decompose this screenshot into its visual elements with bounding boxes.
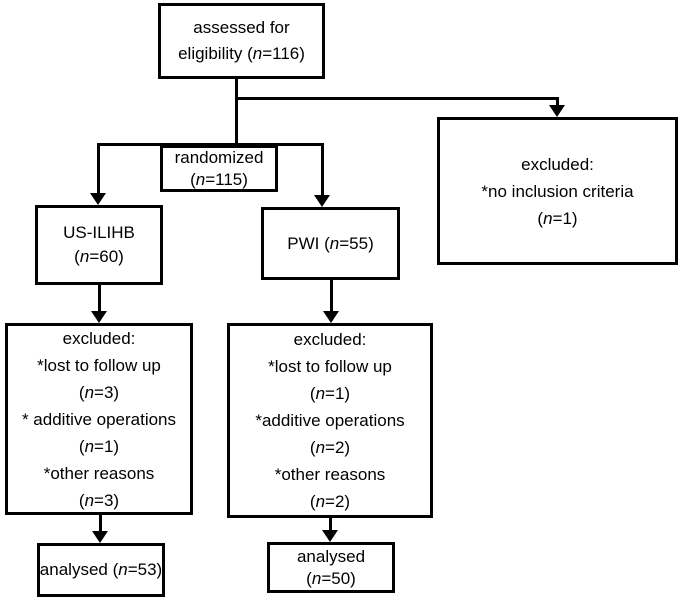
box-pwi-arm: PWI (n=55) bbox=[261, 207, 400, 280]
text-line: *additive operations bbox=[255, 411, 405, 430]
connector-assessed-down bbox=[235, 79, 238, 146]
arrowhead-excluded-left bbox=[91, 311, 107, 323]
text-line: excluded: bbox=[521, 154, 594, 174]
text-line: excluded: bbox=[293, 330, 367, 349]
text-line: (n=115) bbox=[190, 169, 248, 189]
text-line: randomized bbox=[174, 147, 264, 167]
connector-us-ilihb-down bbox=[98, 285, 101, 312]
arrowhead-analysed-left bbox=[92, 531, 108, 543]
arrowhead-analysed-right bbox=[322, 530, 338, 542]
connector-branch-right-down bbox=[321, 143, 324, 196]
text-line: assessed for bbox=[193, 18, 290, 37]
box-excluded-no-inclusion-criteria: excluded: *no inclusion criteria (n=1) bbox=[437, 117, 678, 265]
arrowhead-us-ilihb bbox=[90, 193, 106, 205]
text-line: *no inclusion criteria bbox=[481, 181, 634, 201]
connector-branch-left-down bbox=[97, 143, 100, 194]
text-line: (n=60) bbox=[74, 247, 124, 266]
text-line: eligibility (n=116) bbox=[178, 44, 305, 63]
box-excluded-pwi: excluded: *lost to follow up (n=1) *additiv… bbox=[227, 323, 433, 518]
text-line: excluded: bbox=[62, 328, 136, 348]
connector-excluded-horizontal bbox=[235, 97, 559, 100]
connector-branch-horizontal bbox=[97, 143, 324, 146]
connector-pwi-down bbox=[330, 280, 333, 312]
text-line: *other reasons bbox=[43, 463, 155, 483]
text-line: analysed (n=53) bbox=[39, 560, 163, 579]
box-analysed-pwi: analysed(n=50) bbox=[267, 542, 395, 593]
text-line: (n=3) bbox=[78, 490, 120, 510]
connector-excluded-down bbox=[556, 97, 559, 107]
box-randomized: randomized(n=115) bbox=[160, 145, 278, 192]
text-line: (n=2) bbox=[309, 492, 351, 511]
text-line: (n=1) bbox=[537, 208, 578, 228]
text-line: *lost to follow up bbox=[268, 357, 392, 376]
text-line: (n=50) bbox=[306, 568, 356, 588]
box-us-ilihb-arm: US-ILIHB (n=60) bbox=[35, 205, 163, 285]
text-line: analysed bbox=[296, 546, 366, 566]
arrowhead-excluded-right bbox=[549, 105, 565, 117]
box-excluded-us-ilihb: excluded: *lost to follow up (n=3) * additi… bbox=[5, 323, 193, 515]
text-line: US-ILIHB bbox=[63, 223, 135, 242]
text-line: *other reasons bbox=[274, 465, 386, 484]
text-line: PWI (n=55) bbox=[287, 233, 374, 253]
text-line: (n=2) bbox=[309, 438, 351, 457]
connector-excluded-mid-down bbox=[329, 518, 332, 531]
text-line: * additive operations bbox=[21, 409, 177, 429]
text-line: (n=3) bbox=[78, 382, 120, 402]
arrowhead-pwi bbox=[314, 195, 330, 207]
box-analysed-us-ilihb: analysed (n=53) bbox=[37, 543, 165, 597]
text-line: *lost to follow up bbox=[37, 355, 161, 375]
arrowhead-excluded-mid bbox=[323, 311, 339, 323]
box-assessed-for-eligibility: assessed for eligibility (n=116) bbox=[158, 3, 325, 79]
connector-excluded-left-down bbox=[99, 515, 102, 532]
text-line: (n=1) bbox=[309, 384, 351, 403]
text-line: (n=1) bbox=[78, 436, 120, 456]
